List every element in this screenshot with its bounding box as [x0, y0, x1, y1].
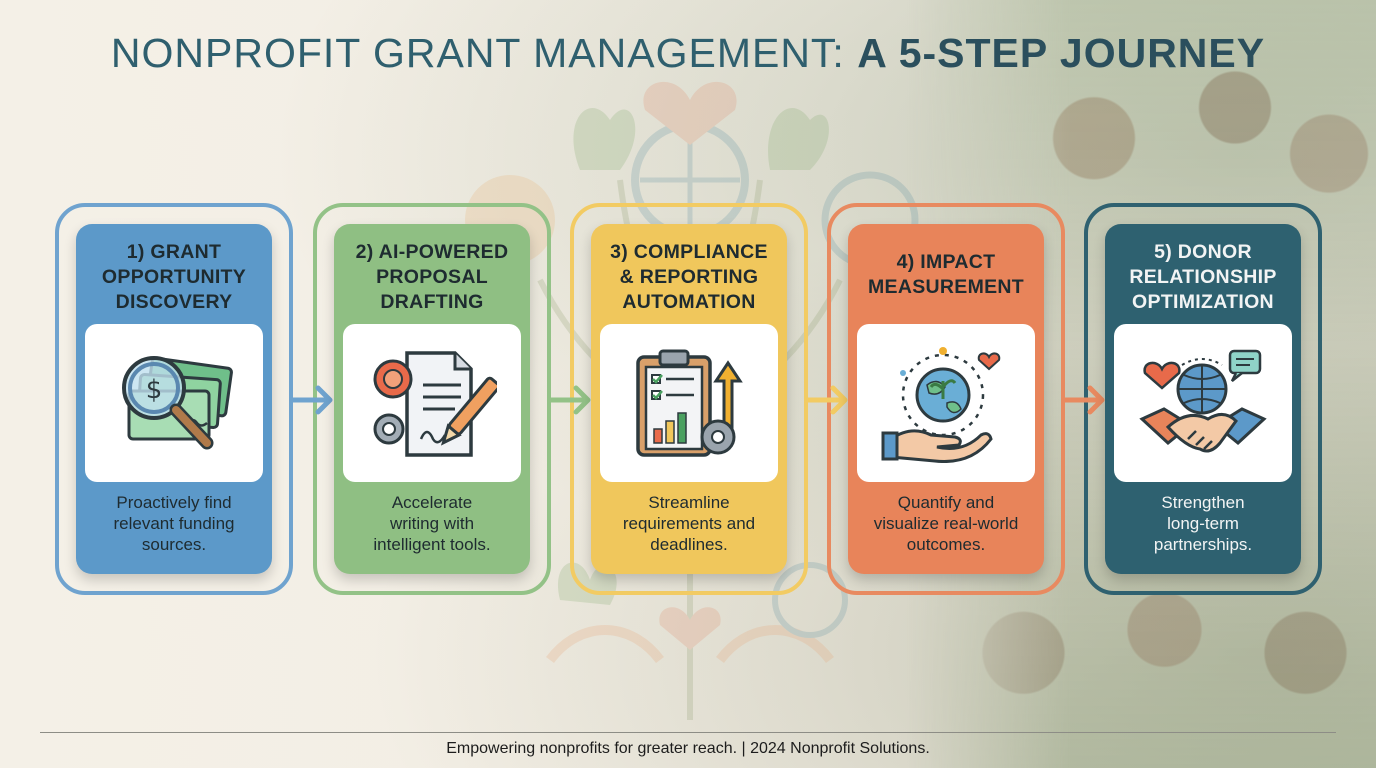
title-main: NONPROFIT GRANT MANAGEMENT: — [110, 30, 858, 76]
page-title: NONPROFIT GRANT MANAGEMENT: A 5-STEP JOU… — [0, 30, 1376, 77]
handshake-globe-icon — [1139, 349, 1267, 453]
step-2-card: 2) AI-POWERED PROPOSAL DRAFTING Accelera… — [334, 224, 530, 574]
clipboard-chart-icon — [636, 349, 743, 457]
svg-text:$: $ — [146, 375, 163, 405]
globe-hand-icon — [881, 347, 1001, 463]
step-4-title: 4) IMPACT MEASUREMENT — [867, 251, 1025, 298]
step-3-card: 3) COMPLIANCE & REPORTING AUTOMATION Str… — [591, 224, 787, 574]
step-2-icon-box — [343, 324, 521, 482]
step-1-icon-box: $ — [85, 324, 263, 482]
step-5-title: 5) DONOR RELATIONSHIP OPTIMIZATION — [1129, 241, 1277, 313]
title-emphasis: A 5-STEP JOURNEY — [857, 30, 1266, 76]
arrow-3-to-4 — [804, 385, 848, 415]
arrow-4-to-5 — [1061, 385, 1105, 415]
arrow-1-to-2 — [289, 385, 333, 415]
step-4-icon-box — [857, 324, 1035, 482]
step-4-card: 4) IMPACT MEASUREMENT Quantify and visua… — [848, 224, 1044, 574]
step-5-icon-box — [1114, 324, 1292, 482]
step-1-description: Proactively find relevant funding source… — [113, 493, 235, 554]
step-1-card: 1) GRANT OPPORTUNITY DISCOVERY $ Proacti… — [76, 224, 272, 574]
step-3-title: 3) COMPLIANCE & REPORTING AUTOMATION — [610, 241, 768, 313]
arrow-2-to-3 — [547, 385, 591, 415]
step-1-title: 1) GRANT OPPORTUNITY DISCOVERY — [101, 241, 247, 313]
document-gear-pen-icon — [373, 351, 497, 457]
step-2-description: Accelerate writing with intelligent tool… — [373, 493, 491, 554]
step-5-card: 5) DONOR RELATIONSHIP OPTIMIZATION Stren… — [1105, 224, 1301, 574]
step-4-description: Quantify and visualize real-world outcom… — [873, 493, 1019, 554]
step-3-description: Streamline requirements and deadlines. — [622, 493, 756, 554]
footer-divider — [40, 732, 1336, 733]
step-5-description: Strengthen long-term partnerships. — [1153, 493, 1253, 554]
step-3-icon-box — [600, 324, 778, 482]
magnifier-money-icon: $ — [122, 356, 233, 450]
footer-text: Empowering nonprofits for greater reach.… — [446, 740, 930, 757]
step-2-title: 2) AI-POWERED PROPOSAL DRAFTING — [355, 241, 509, 313]
